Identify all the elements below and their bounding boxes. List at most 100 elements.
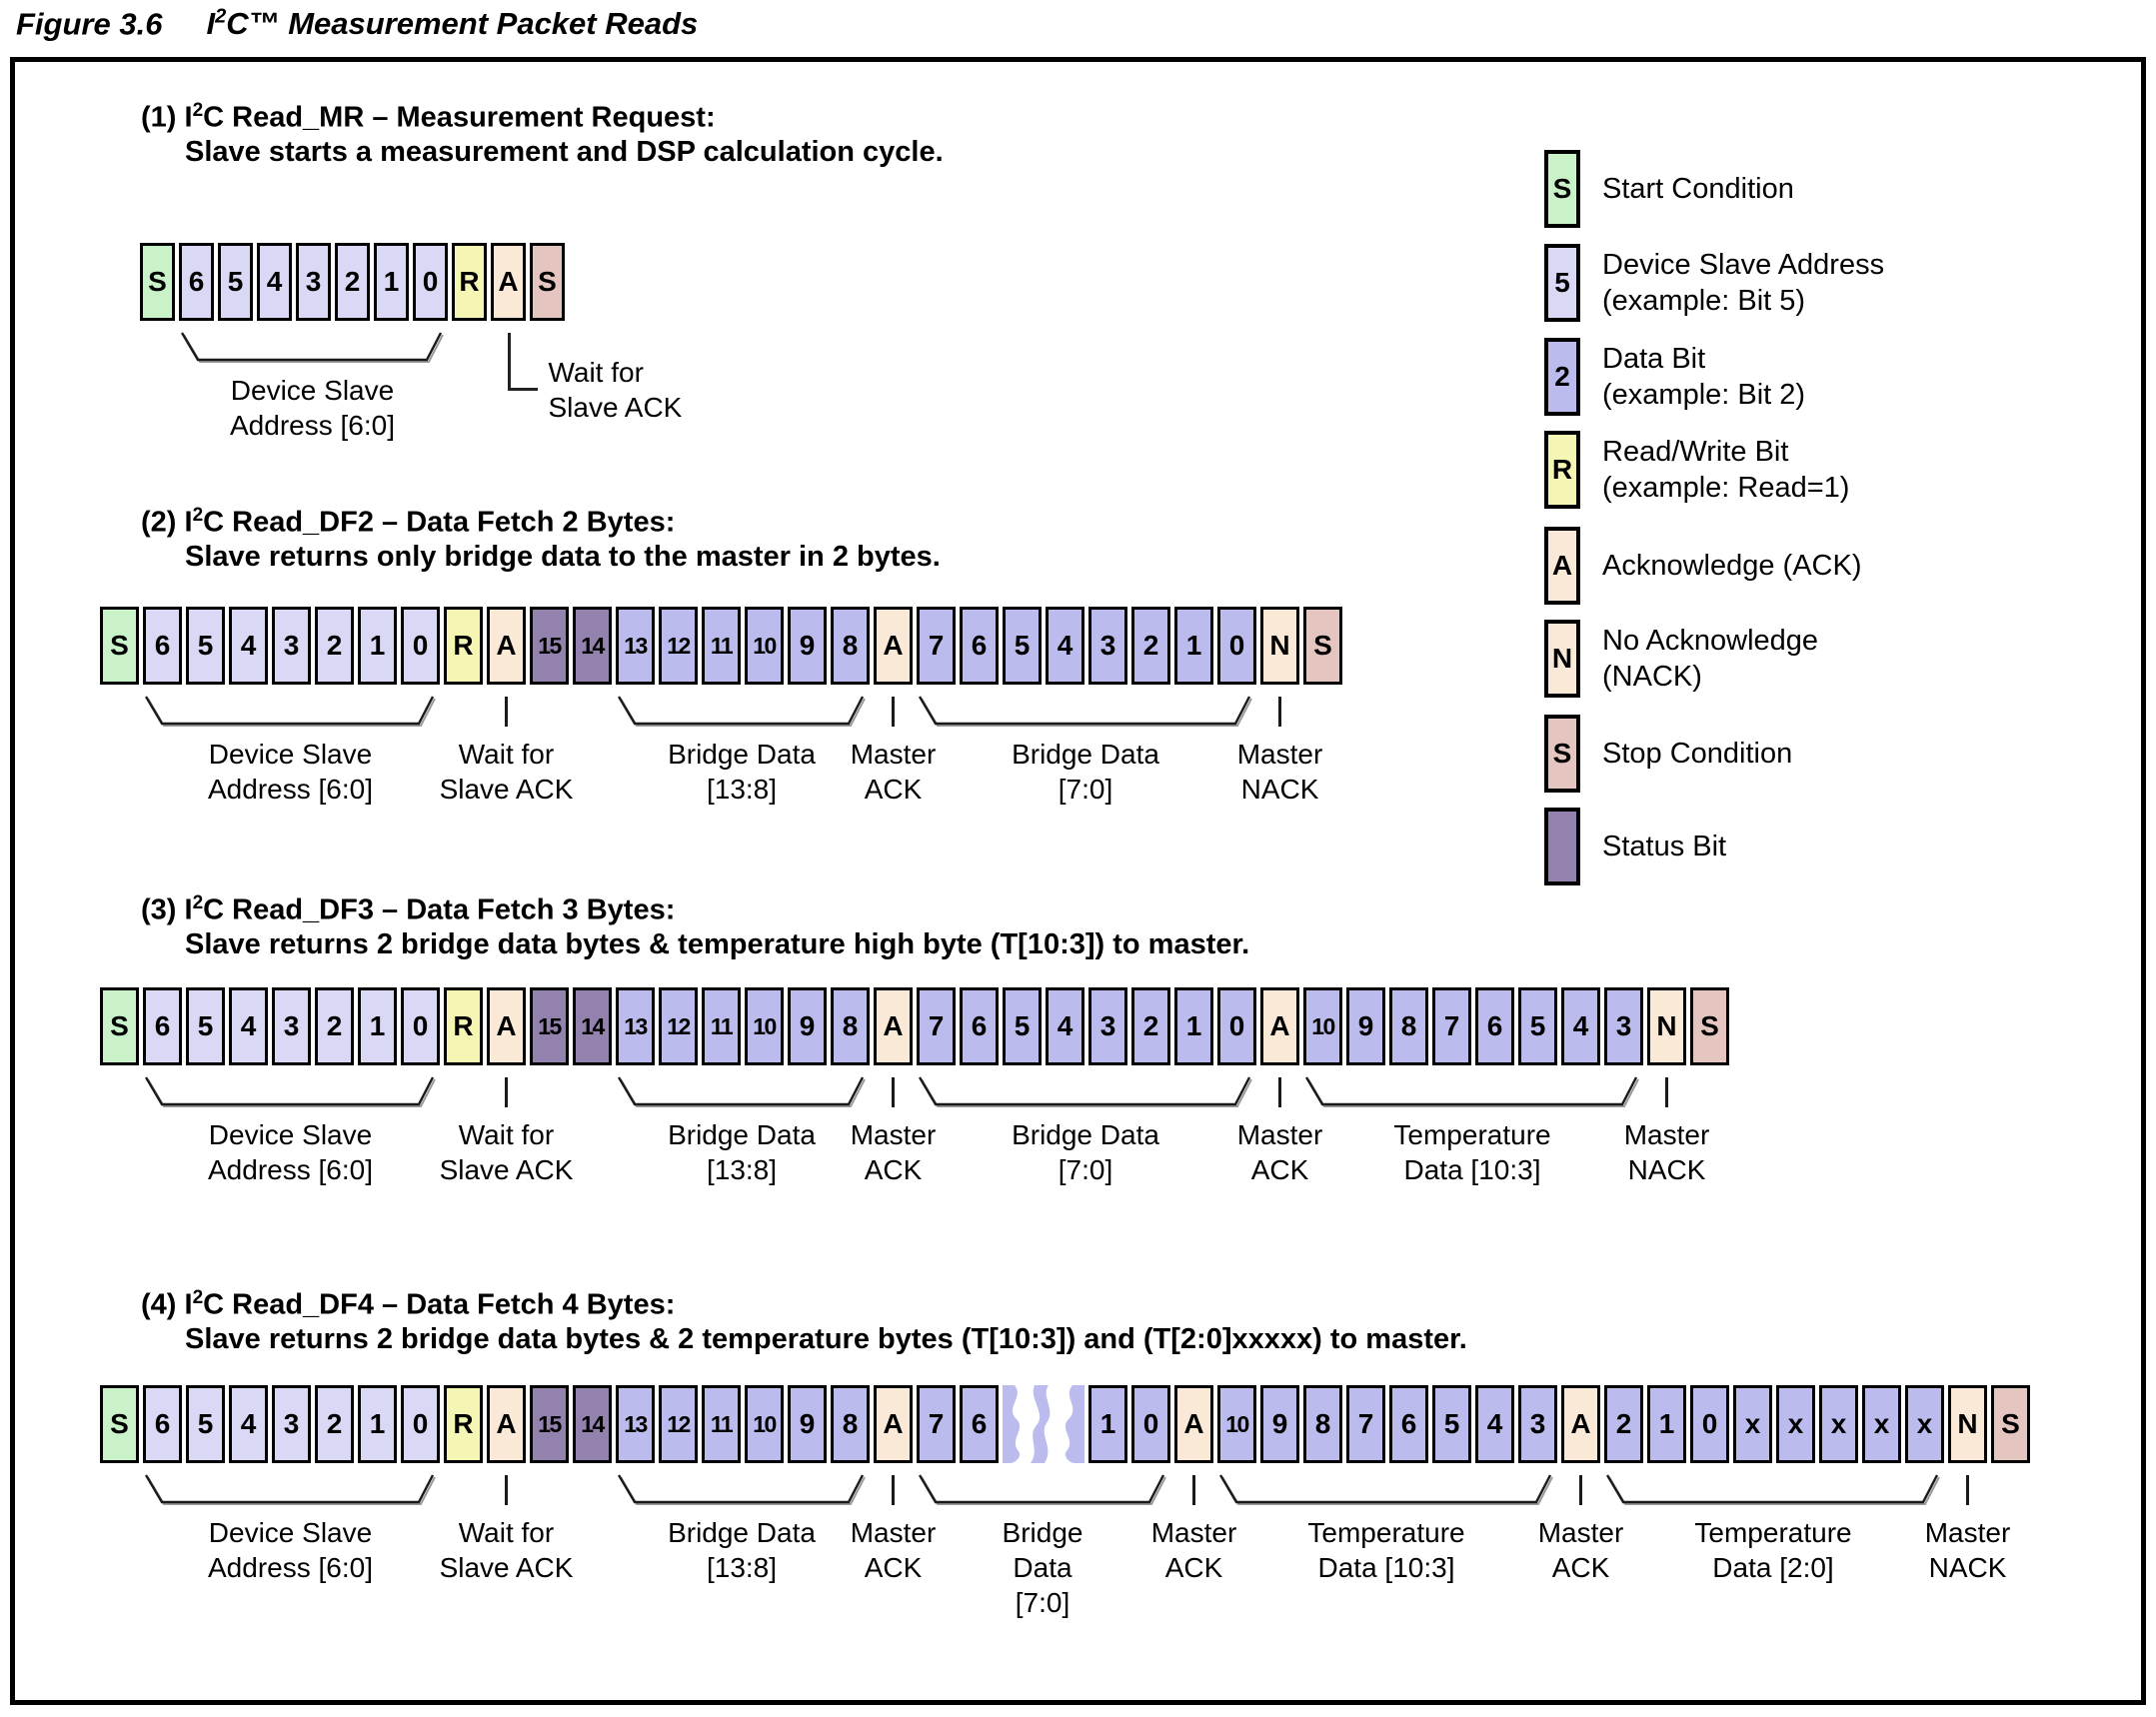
bit-cell-data: 0 [1690, 1385, 1729, 1463]
bit-cell-addr: 3 [272, 607, 311, 685]
figure-title-main: I2C™ Measurement Packet Reads [206, 6, 699, 42]
group-brace [618, 696, 866, 727]
bit-cell-data: 11 [702, 987, 741, 1065]
bit-cell-data: 9 [788, 607, 827, 685]
bit-cell-data: 9 [788, 1385, 827, 1463]
bit-cell-addr: 4 [229, 987, 268, 1065]
bit-cell-status: 15 [530, 607, 569, 685]
tick-marker [1192, 1475, 1195, 1505]
bit-cell-start: S [140, 243, 175, 321]
bit-cell-data: 3 [1088, 987, 1127, 1065]
bit-cell-data: 8 [1303, 1385, 1342, 1463]
field-label: Bridge Data[13:8] [668, 1517, 816, 1583]
field-label: Bridge Data[13:8] [668, 1119, 816, 1185]
bit-cell-addr: 1 [358, 1385, 397, 1463]
tick-marker [505, 1475, 508, 1505]
bit-cell-data: 13 [616, 1385, 655, 1463]
bit-cell-data: 5 [1432, 1385, 1471, 1463]
bit-cell-data: 10 [1303, 987, 1342, 1065]
bit-cell-addr: 1 [374, 243, 409, 321]
legend-item-status: Status Bit [1544, 808, 1726, 885]
bit-cell-data: x [1862, 1385, 1901, 1463]
bit-cell-addr: 5 [186, 1385, 225, 1463]
bit-cell-data: 4 [1561, 987, 1600, 1065]
bit-cell-status: 15 [530, 1385, 569, 1463]
bit-cell-data: 2 [1604, 1385, 1643, 1463]
bit-cell-data: 8 [1389, 987, 1428, 1065]
bit-cell-addr: 0 [413, 243, 448, 321]
bit-cell-data: 5 [1003, 607, 1042, 685]
bit-cell-addr: 2 [315, 987, 354, 1065]
packet2-heading: (2) I2C Read_DF2 – Data Fetch 2 Bytes: [141, 505, 676, 539]
bit-cell-data: 4 [1046, 987, 1084, 1065]
bit-cell-ack: A [874, 607, 913, 685]
group-brace [181, 332, 444, 363]
superscript-2: 2 [215, 6, 227, 28]
bit-cell-addr: 6 [179, 243, 214, 321]
bit-cell-ack: A [874, 987, 913, 1065]
legend-text: Read/Write Bit(example: Read=1) [1602, 436, 1850, 504]
bit-cell-status: 14 [573, 987, 612, 1065]
bit-cell-ack: A [1174, 1385, 1213, 1463]
bit-cell-data: 10 [745, 987, 784, 1065]
legend-text: Data Bit(example: Bit 2) [1602, 343, 1806, 411]
bit-cell-data: 3 [1604, 987, 1643, 1065]
bit-cell-data: 12 [659, 1385, 698, 1463]
bit-cell-start: S [100, 987, 139, 1065]
bit-cell-rw: R [444, 607, 483, 685]
group-brace [618, 1076, 866, 1107]
bit-cell-addr: 6 [143, 1385, 182, 1463]
group-brace [919, 696, 1252, 727]
bit-cell-data: x [1733, 1385, 1772, 1463]
bit-cell-start: S [100, 607, 139, 685]
bit-cell-addr: 6 [143, 987, 182, 1065]
bit-cell-data: 2 [1131, 607, 1170, 685]
bit-cell-nack: N [1260, 607, 1299, 685]
bit-cell-data: 6 [960, 1385, 999, 1463]
group-brace [919, 1076, 1252, 1107]
bit-cell-data: 11 [702, 1385, 741, 1463]
bit-cell-stop: S [1991, 1385, 2030, 1463]
legend-swatch-data: 2 [1544, 338, 1580, 416]
tick-marker [1966, 1475, 1969, 1505]
bit-cell-addr: 5 [186, 607, 225, 685]
bit-cell-addr: 2 [315, 607, 354, 685]
bit-cell-data: 4 [1475, 1385, 1514, 1463]
bit-cell-addr: 0 [401, 607, 440, 685]
bit-cell-data: 6 [1475, 987, 1514, 1065]
bit-cell-data: 7 [917, 987, 956, 1065]
bit-cell-ack: A [487, 987, 526, 1065]
bit-cell-ack: A [874, 1385, 913, 1463]
tick-marker [892, 1077, 895, 1107]
packet1-heading: (1) I2C Read_MR – Measurement Request: [141, 100, 716, 134]
group-brace [145, 696, 436, 727]
group-brace [618, 1474, 866, 1505]
bit-cell-data: 9 [788, 987, 827, 1065]
bit-cell-ack: A [1260, 987, 1299, 1065]
bit-cell-data: 3 [1518, 1385, 1557, 1463]
bit-cell-data: 7 [917, 1385, 956, 1463]
bit-cell-data: 10 [745, 1385, 784, 1463]
tick-marker [892, 1475, 895, 1505]
bit-cell-addr: 3 [272, 1385, 311, 1463]
bit-cell-rw: R [452, 243, 487, 321]
bit-cell-status: 15 [530, 987, 569, 1065]
bit-cell-data: 1 [1174, 987, 1213, 1065]
packet1-subheading: Slave starts a measurement and DSP calcu… [185, 136, 944, 168]
legend-swatch-stop: S [1544, 715, 1580, 793]
